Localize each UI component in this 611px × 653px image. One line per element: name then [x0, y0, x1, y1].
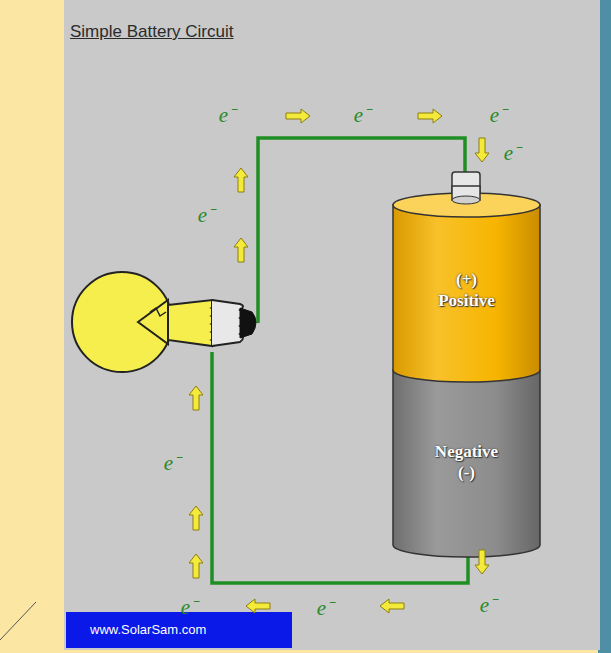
electron-label: e⁻ [219, 100, 235, 128]
electron-label: e⁻ [354, 100, 370, 128]
direction-arrow [286, 109, 310, 123]
electron-label: e⁻ [181, 592, 197, 620]
website-label: www.SolarSam.com [90, 622, 206, 637]
direction-arrow [189, 386, 203, 410]
direction-arrow [189, 506, 203, 530]
negative-band: Negative (-) [393, 384, 540, 540]
band-label: Negative (-) [435, 441, 498, 484]
direction-arrow [475, 550, 489, 574]
electron-label: e⁻ [504, 138, 520, 166]
electron-label: e⁻ [198, 200, 214, 228]
direction-arrow [246, 599, 270, 613]
battery-symbol [393, 172, 540, 557]
footer-box [66, 612, 292, 648]
electron-arrows [189, 109, 489, 613]
electron-label: e⁻ [317, 593, 333, 621]
direction-arrow [418, 109, 442, 123]
electron-label: e⁻ [480, 590, 496, 618]
electron-label: e⁻ [490, 100, 506, 128]
direction-arrow [234, 238, 248, 262]
electron-label: e⁻ [164, 448, 180, 476]
light-bulb [72, 272, 256, 372]
diagram-title: Simple Battery Circuit [70, 22, 233, 42]
direction-arrow [475, 138, 489, 162]
direction-arrow [189, 554, 203, 578]
band-label: (+) Positive [438, 269, 495, 312]
direction-arrow [234, 168, 248, 192]
slide-line [0, 602, 36, 640]
positive-band: (+) Positive [393, 214, 540, 366]
panel-ground [64, 0, 600, 650]
direction-arrow [380, 599, 404, 613]
